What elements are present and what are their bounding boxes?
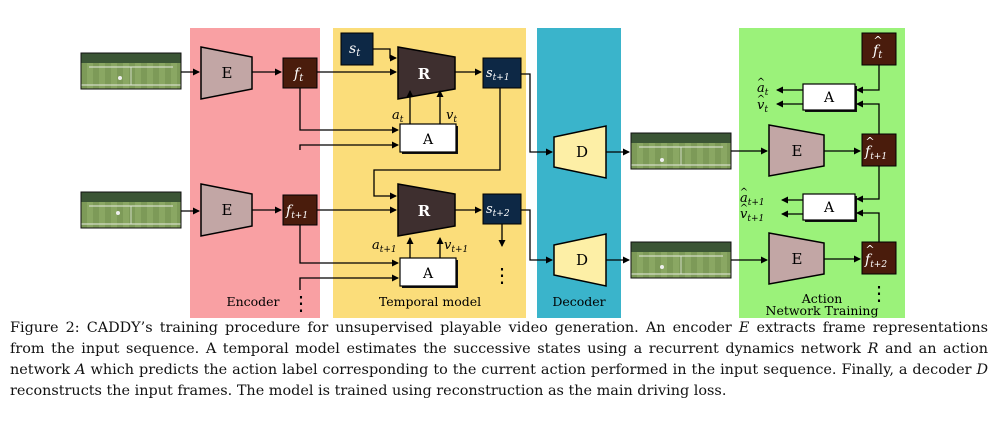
state-box-s-t: st xyxy=(340,32,374,66)
reconstructed-frame-t1 xyxy=(630,132,732,170)
label-hat-a-t1: at+1 xyxy=(740,191,765,208)
label-a-t1: at+1 xyxy=(372,238,397,255)
action-block-right-t1: A xyxy=(802,193,857,222)
hat-mark: ^ xyxy=(757,94,765,105)
pred-feature-box-f-t: ft ^ xyxy=(861,32,897,66)
input-frame-t xyxy=(80,52,182,90)
feature-box-f-t: ft xyxy=(282,57,318,89)
svg-text:E: E xyxy=(222,201,233,219)
encoder-block-t1: E xyxy=(200,183,253,237)
input-frame-t1 xyxy=(80,191,182,229)
svg-text:A: A xyxy=(422,132,434,148)
decoder-region-label: Decoder xyxy=(552,294,605,309)
svg-text:D: D xyxy=(576,143,588,161)
svg-text:ft: ft xyxy=(872,43,883,61)
caption-symbol-e: E xyxy=(738,320,750,336)
label-a-t: at xyxy=(392,108,404,125)
svg-text:^: ^ xyxy=(873,34,882,47)
svg-text:E: E xyxy=(792,142,803,160)
svg-text:st+2: st+2 xyxy=(486,202,510,219)
feature-box-f-t1: ft+1 xyxy=(282,194,318,226)
svg-text:R: R xyxy=(418,202,431,220)
label-hat-a-t: at xyxy=(757,81,769,98)
dynamics-block-r-t1: R xyxy=(397,183,456,237)
svg-text:A: A xyxy=(422,266,434,282)
caption-label: Figure 2: xyxy=(10,320,80,336)
ellipsis-encoder: ⋮ xyxy=(291,291,311,315)
pred-feature-box-f-t2: ft+2 ^ xyxy=(861,241,897,275)
hat-mark: ^ xyxy=(740,187,748,198)
svg-text:R: R xyxy=(418,65,431,83)
ellipsis-action: ⋮ xyxy=(869,281,889,305)
encoder-block-right-t2: E xyxy=(768,232,825,285)
training-procedure-diagram: Encoder Temporal model Decoder Action Ne… xyxy=(80,28,905,318)
svg-text:^: ^ xyxy=(865,135,874,148)
caption-symbol-r: R xyxy=(867,341,879,357)
svg-text:E: E xyxy=(222,64,233,82)
svg-text:^: ^ xyxy=(865,243,874,256)
dynamics-block-r-t: R xyxy=(397,46,456,100)
caption-symbol-a: A xyxy=(75,362,86,378)
label-v-t: vt xyxy=(446,108,457,125)
caption-text-3: and an action network xyxy=(10,341,988,378)
label-hat-v-t1: vt+1 xyxy=(740,207,764,224)
reconstructed-frame-t2 xyxy=(630,241,732,279)
action-region-label-line1: Action xyxy=(801,291,843,306)
hat-mark: ^ xyxy=(740,203,748,214)
decoder-block-d-t1: D xyxy=(553,125,607,179)
caption-text-5: reconstructs the input frames. The model… xyxy=(10,383,727,399)
caption-text-2: extracts frame representations from the … xyxy=(10,320,988,357)
action-block-a-t: A xyxy=(399,123,458,154)
caption-text-4: which predicts the action label correspo… xyxy=(85,362,977,378)
svg-text:st+1: st+1 xyxy=(486,66,510,83)
encoder-block-right-t1: E xyxy=(768,124,825,177)
svg-text:ft+1: ft+1 xyxy=(864,144,887,162)
figure-caption: Figure 2: CADDY’s training procedure for… xyxy=(10,318,988,402)
svg-text:ft+2: ft+2 xyxy=(864,252,887,270)
temporal-region-label: Temporal model xyxy=(379,294,481,309)
action-region-label-line2: Network Training xyxy=(766,303,879,318)
encoder-block-t: E xyxy=(200,46,253,100)
svg-text:E: E xyxy=(792,250,803,268)
svg-text:st: st xyxy=(349,41,361,59)
ellipsis-temporal: ⋮ xyxy=(492,263,512,287)
action-block-right-t: A xyxy=(802,83,857,112)
svg-text:D: D xyxy=(576,251,588,269)
hat-mark: ^ xyxy=(757,77,765,88)
encoder-region-label: Encoder xyxy=(226,294,279,309)
pred-feature-box-f-t1: ft+1 ^ xyxy=(861,133,897,167)
caption-symbol-d: D xyxy=(976,362,988,378)
arrows xyxy=(181,48,880,290)
state-box-s-t2: st+2 xyxy=(482,193,522,225)
state-box-s-t1: st+1 xyxy=(482,57,522,89)
svg-text:A: A xyxy=(823,200,835,216)
svg-text:ft: ft xyxy=(293,66,304,84)
action-block-a-t1: A xyxy=(399,257,458,288)
caption-text-1: CADDY’s training procedure for unsupervi… xyxy=(79,320,739,336)
svg-text:A: A xyxy=(823,90,835,106)
svg-text:ft+1: ft+1 xyxy=(285,203,308,221)
label-v-t1: vt+1 xyxy=(444,238,468,255)
label-hat-v-t: vt xyxy=(757,98,768,115)
decoder-block-d-t2: D xyxy=(553,233,607,287)
